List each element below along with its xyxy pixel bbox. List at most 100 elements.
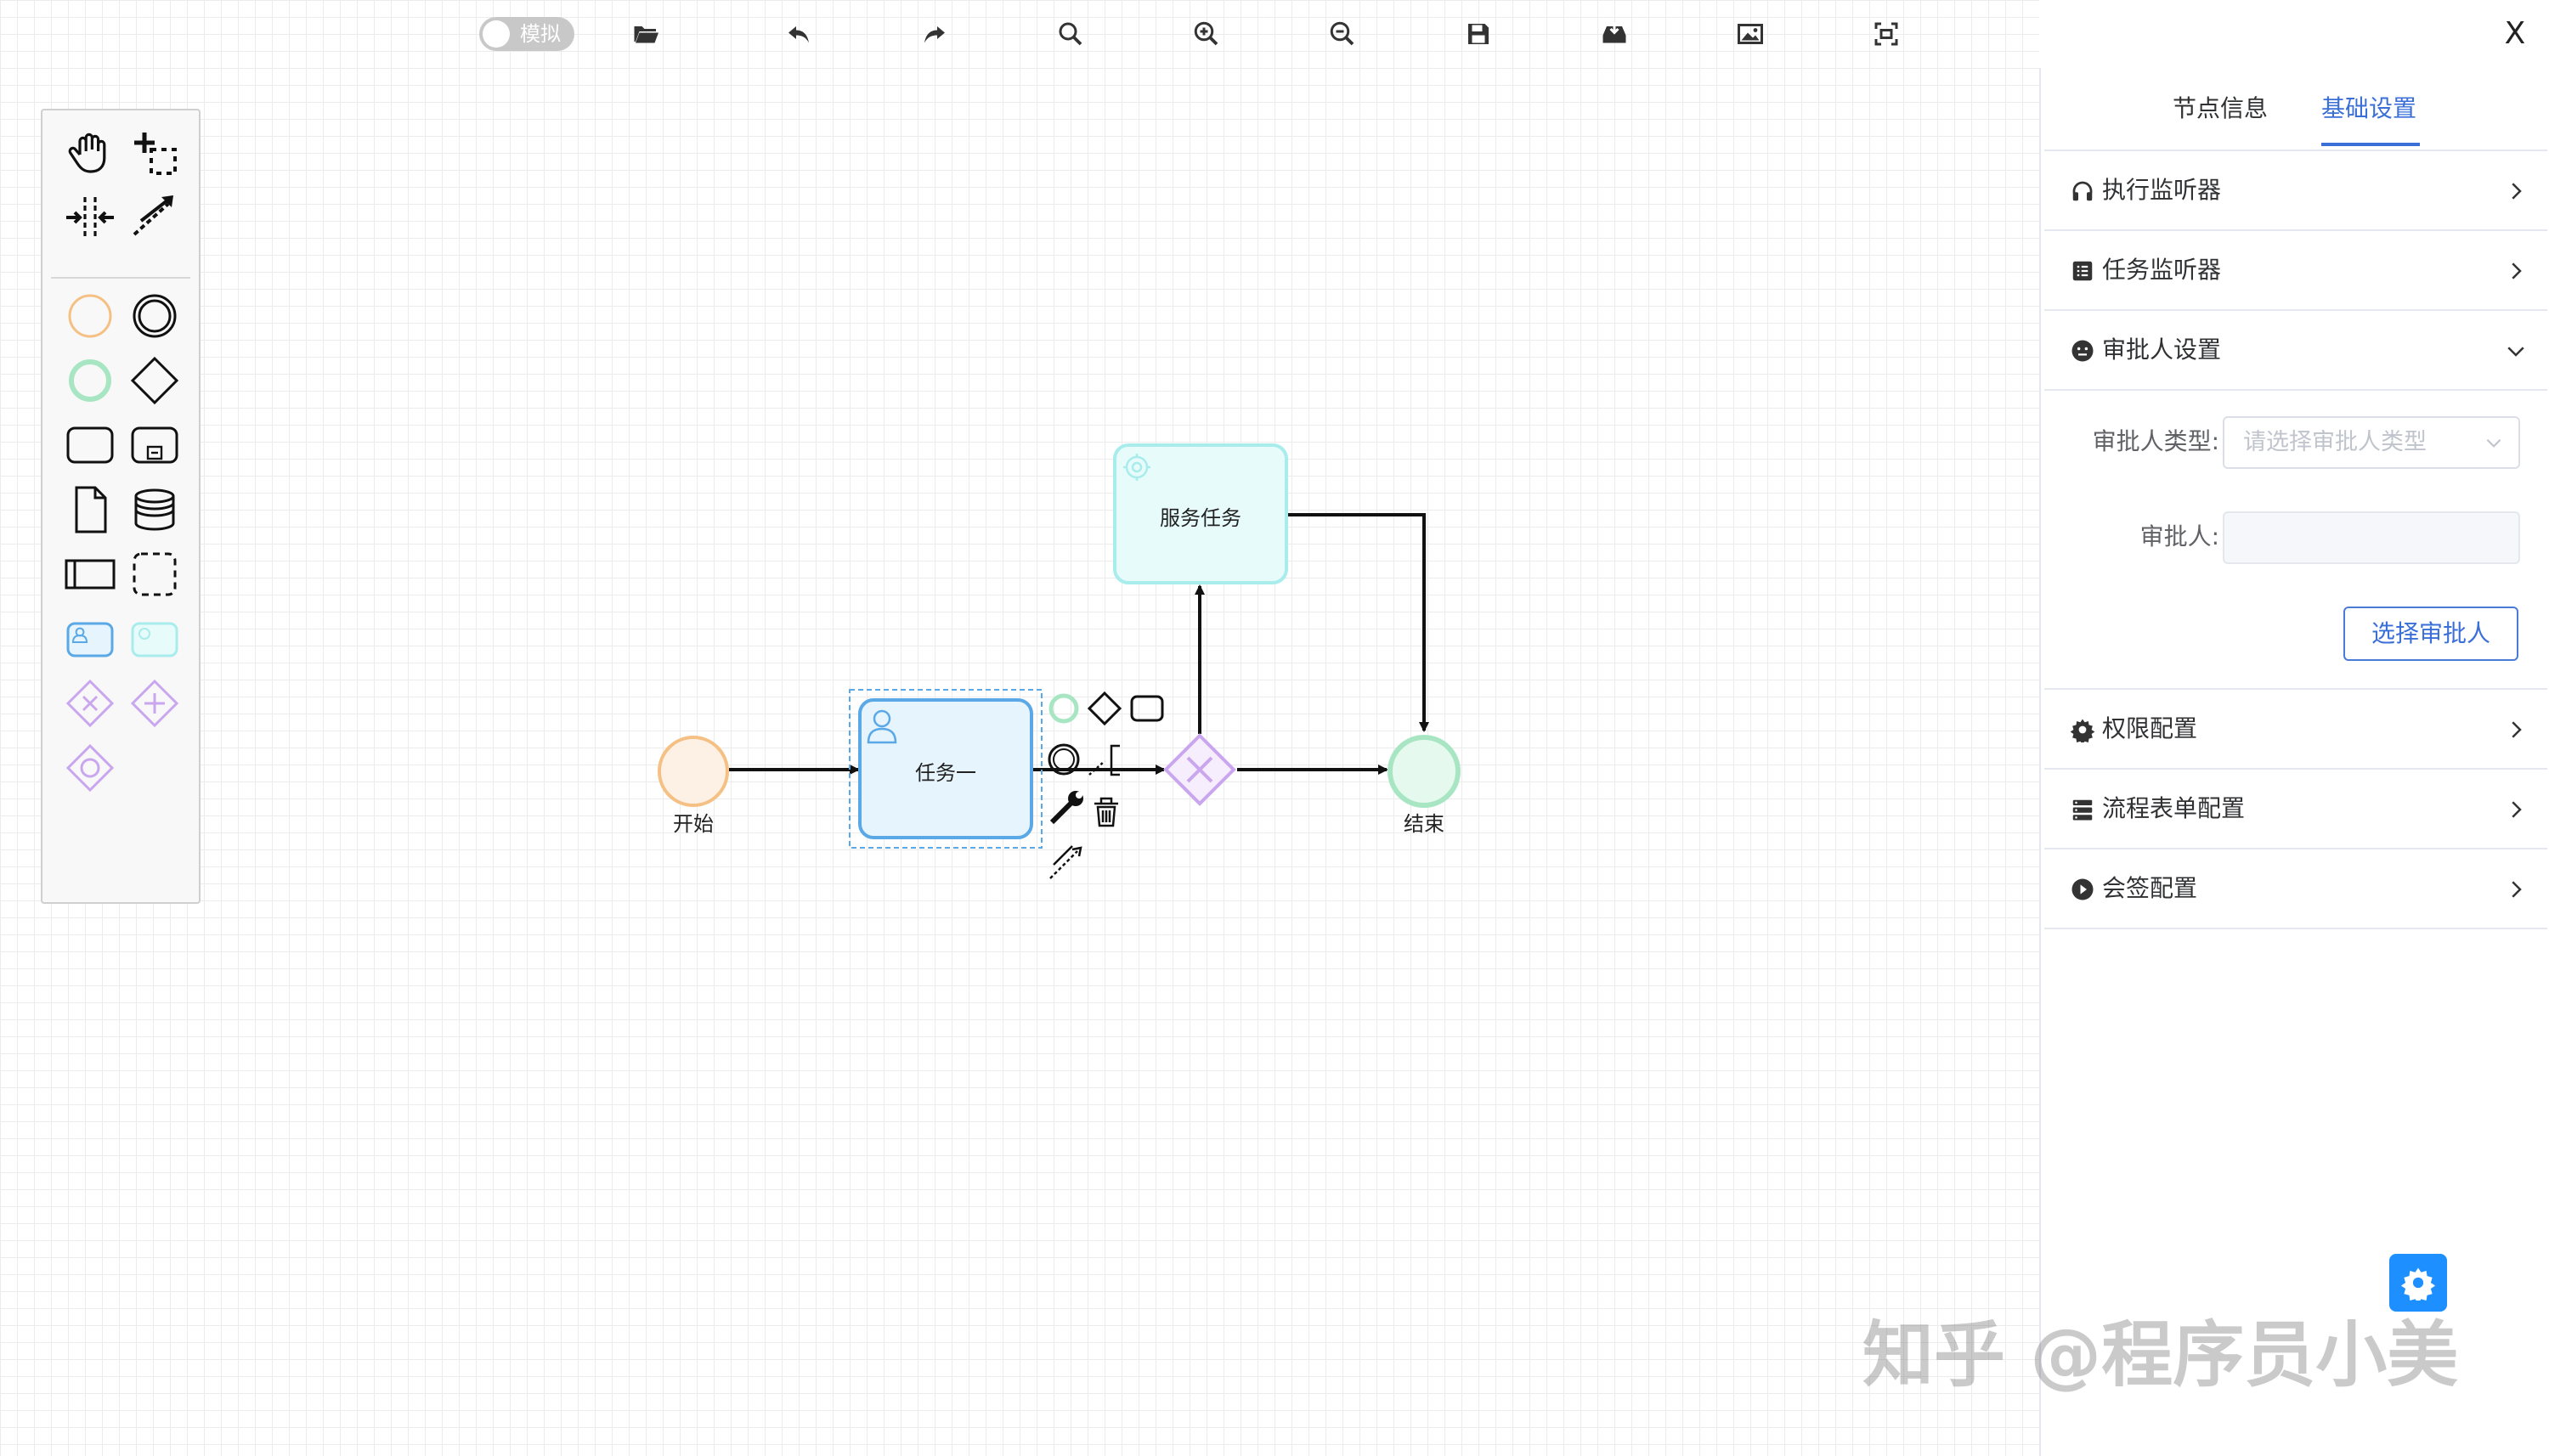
palette-task[interactable] xyxy=(59,415,121,476)
sequence-flows xyxy=(729,513,1429,775)
user-task[interactable] xyxy=(849,689,1043,849)
end-event-label: 结束 xyxy=(1404,812,1444,836)
section-title: 审批人设置 xyxy=(2102,336,2222,364)
chevron-down-icon xyxy=(2503,338,2529,364)
data-store-icon xyxy=(134,488,175,531)
redo-icon xyxy=(924,26,945,43)
watermark: 知乎 @程序员小美 xyxy=(1862,1313,2459,1397)
end-event[interactable] xyxy=(1388,735,1461,808)
palette-pool[interactable] xyxy=(59,544,121,605)
tab-node-info[interactable]: 节点信息 xyxy=(2173,94,2269,122)
chevron-right-icon xyxy=(2503,717,2529,742)
choose-approver-button[interactable]: 选择审批人 xyxy=(2343,607,2518,661)
exclusive-gateway-icon xyxy=(65,679,115,728)
palette-hand-tool[interactable] xyxy=(59,122,121,183)
section-title: 权限配置 xyxy=(2102,714,2198,742)
intermediate-event-icon xyxy=(133,294,177,338)
lasso-icon xyxy=(134,133,177,175)
append-task-icon xyxy=(1130,695,1164,722)
inclusive-gateway-icon xyxy=(65,743,115,793)
active-tab-indicator xyxy=(2321,143,2420,146)
chevron-right-icon xyxy=(2503,877,2529,902)
tab-basic-settings[interactable]: 基础设置 xyxy=(2321,94,2417,122)
palette-data-store[interactable] xyxy=(124,479,185,540)
search-button[interactable] xyxy=(1052,15,1089,53)
palette-gateway[interactable] xyxy=(124,350,185,411)
section-divider xyxy=(2044,389,2547,391)
palette-parallel-gateway[interactable] xyxy=(124,673,185,734)
section-permissions[interactable]: 权限配置 xyxy=(2044,688,2547,768)
trash-icon xyxy=(1094,797,1118,827)
start-event[interactable] xyxy=(658,736,729,807)
pool-icon xyxy=(65,559,116,590)
save-button[interactable] xyxy=(1460,15,1497,53)
section-title: 流程表单配置 xyxy=(2102,794,2246,822)
close-button[interactable]: X xyxy=(2504,16,2526,51)
end-event-icon xyxy=(69,359,111,402)
service-task[interactable] xyxy=(1113,443,1288,584)
select-placeholder: 请选择审批人类型 xyxy=(2243,429,2427,455)
download-icon xyxy=(1602,22,1626,43)
hand-icon xyxy=(68,133,106,173)
diagram-canvas[interactable]: 开始 任务一 服务任务 结束 xyxy=(0,0,2039,1456)
palette-space-tool[interactable] xyxy=(59,187,121,248)
palette-subprocess[interactable] xyxy=(124,415,185,476)
service-task-label: 服务任务 xyxy=(1160,506,1241,530)
simulate-label: 模拟 xyxy=(520,22,561,46)
global-connect-icon xyxy=(133,195,173,236)
section-exec-listener[interactable]: 执行监听器 xyxy=(2044,150,2547,229)
section-task-listener[interactable]: 任务监听器 xyxy=(2044,229,2547,309)
parallel-gateway-icon xyxy=(130,679,179,728)
zoom-out-icon xyxy=(1330,21,1354,46)
zoom-in-button[interactable] xyxy=(1188,15,1225,53)
user-icon xyxy=(867,709,897,744)
zoom-in-icon xyxy=(1194,21,1218,46)
palette-start-event[interactable] xyxy=(59,285,121,347)
list-icon xyxy=(2070,258,2095,284)
section-countersign[interactable]: 会签配置 xyxy=(2044,848,2547,928)
flow-service-to-end xyxy=(1286,513,1429,732)
export-image-button[interactable] xyxy=(1732,15,1769,53)
palette-user-task[interactable] xyxy=(59,608,121,669)
start-event-icon xyxy=(68,294,112,338)
download-button[interactable] xyxy=(1596,15,1633,53)
palette-exclusive-gateway[interactable] xyxy=(59,673,121,734)
palette-intermediate-event[interactable] xyxy=(124,285,185,347)
fit-screen-button[interactable] xyxy=(1868,15,1905,53)
chevron-down-icon xyxy=(2486,438,2501,448)
palette-group[interactable] xyxy=(124,544,185,605)
palette-data-object[interactable] xyxy=(59,479,121,540)
fit-screen-icon xyxy=(1874,22,1898,46)
approver-input[interactable] xyxy=(2223,511,2520,564)
context-pad[interactable] xyxy=(1048,691,1164,879)
top-toolbar: 模拟 X xyxy=(0,0,2525,68)
zoom-out-button[interactable] xyxy=(1324,15,1361,53)
palette-lasso-tool[interactable] xyxy=(124,122,185,183)
palette-service-task[interactable] xyxy=(124,608,185,669)
approver-label: 审批人: xyxy=(2139,522,2219,550)
section-title: 执行监听器 xyxy=(2102,176,2222,204)
connect-icon xyxy=(1049,845,1082,879)
face-icon xyxy=(2070,338,2095,364)
section-form-config[interactable]: 流程表单配置 xyxy=(2044,768,2547,848)
group-icon xyxy=(133,552,177,596)
simulate-toggle[interactable]: 模拟 xyxy=(479,17,574,51)
settings-fab-button[interactable] xyxy=(2389,1254,2447,1312)
service-task-icon xyxy=(131,622,178,657)
redo-button[interactable] xyxy=(916,15,953,53)
approver-type-select[interactable]: 请选择审批人类型 xyxy=(2223,416,2520,469)
section-approver-settings[interactable]: 审批人设置 xyxy=(2044,309,2547,389)
undo-button[interactable] xyxy=(780,15,817,53)
properties-panel: 节点信息 基础设置 执行监听器 任务监听器 审批人设置 审批人类型: 请 xyxy=(2039,68,2549,1456)
headphones-icon xyxy=(2070,178,2095,204)
palette-connect-tool[interactable] xyxy=(124,187,185,248)
exclusive-gateway[interactable] xyxy=(1163,733,1236,806)
append-gateway-icon xyxy=(1087,691,1122,726)
append-intermediate-event-icon xyxy=(1048,743,1080,776)
bpmn-diagram[interactable] xyxy=(0,0,2039,1456)
open-file-button[interactable] xyxy=(627,15,664,53)
palette-separator xyxy=(51,277,190,279)
gear-icon xyxy=(2070,717,2095,745)
palette-end-event[interactable] xyxy=(59,350,121,411)
palette-inclusive-gateway[interactable] xyxy=(59,737,121,799)
